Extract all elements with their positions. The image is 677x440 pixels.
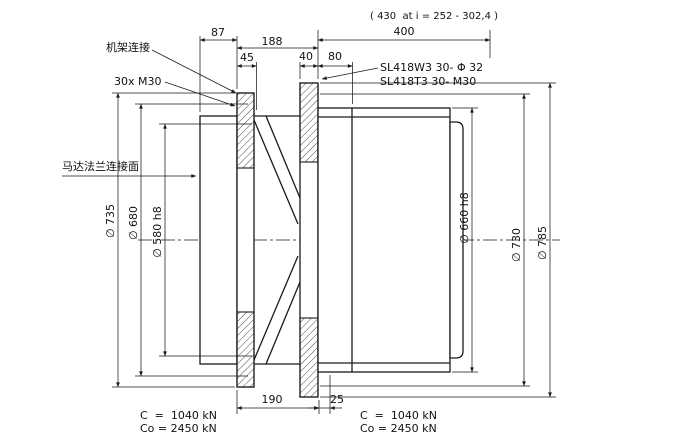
gear-housing xyxy=(317,107,464,373)
bell-housing xyxy=(253,115,301,365)
dia-785-label: ∅ 785 xyxy=(536,226,549,260)
load-co-left: Co = 2450 kN xyxy=(140,422,217,435)
bolt-spec-leader xyxy=(164,81,236,107)
frame-connection-label: 机架连接 xyxy=(106,40,150,54)
dim-190-label: 190 xyxy=(262,393,283,406)
dimension-lines xyxy=(116,38,552,410)
dim-80-label: 80 xyxy=(328,50,342,63)
dia-660-label: ∅ 660 h8 xyxy=(458,192,471,244)
load-co-right: Co = 2450 kN xyxy=(360,422,437,435)
frame-flange xyxy=(236,92,255,388)
extension-lines xyxy=(112,30,556,414)
load-c-right: C = 1040 kN xyxy=(360,409,437,422)
motor-housing xyxy=(199,115,238,365)
dim-40-label: 40 xyxy=(299,50,313,63)
dim-87-label: 87 xyxy=(211,26,225,39)
hole-spec-leader xyxy=(321,67,379,80)
dia-580-label: ∅ 580 h8 xyxy=(151,206,164,258)
dim-188-label: 188 xyxy=(262,35,283,48)
hole-spec-t3-label: SL418T3 30- M30 xyxy=(380,75,476,88)
leader-lines xyxy=(62,49,379,178)
dia-730-label: ∅ 730 xyxy=(510,228,523,262)
dim-25-label: 25 xyxy=(330,393,344,406)
load-c-left: C = 1040 kN xyxy=(140,409,217,422)
labels: 87 188 400 ( 430 at i = 252 - 302,4 ) 45… xyxy=(62,11,549,435)
end-cap xyxy=(449,121,464,359)
ratio-note: ( 430 at i = 252 - 302,4 ) xyxy=(370,11,498,22)
hole-spec-w3-label: SL418W3 30- Φ 32 xyxy=(380,61,483,74)
dim-400-label: 400 xyxy=(394,25,415,38)
motor-flange-face-label: 马达法兰连接面 xyxy=(62,159,139,173)
dia-735-label: ∅ 735 xyxy=(104,204,117,238)
gear-flange xyxy=(299,82,319,398)
bolt-spec-label: 30x M30 xyxy=(114,75,162,88)
dia-680-label: ∅ 680 xyxy=(127,206,140,240)
frame-connection-leader xyxy=(151,49,237,94)
dim-45-label: 45 xyxy=(240,51,254,64)
